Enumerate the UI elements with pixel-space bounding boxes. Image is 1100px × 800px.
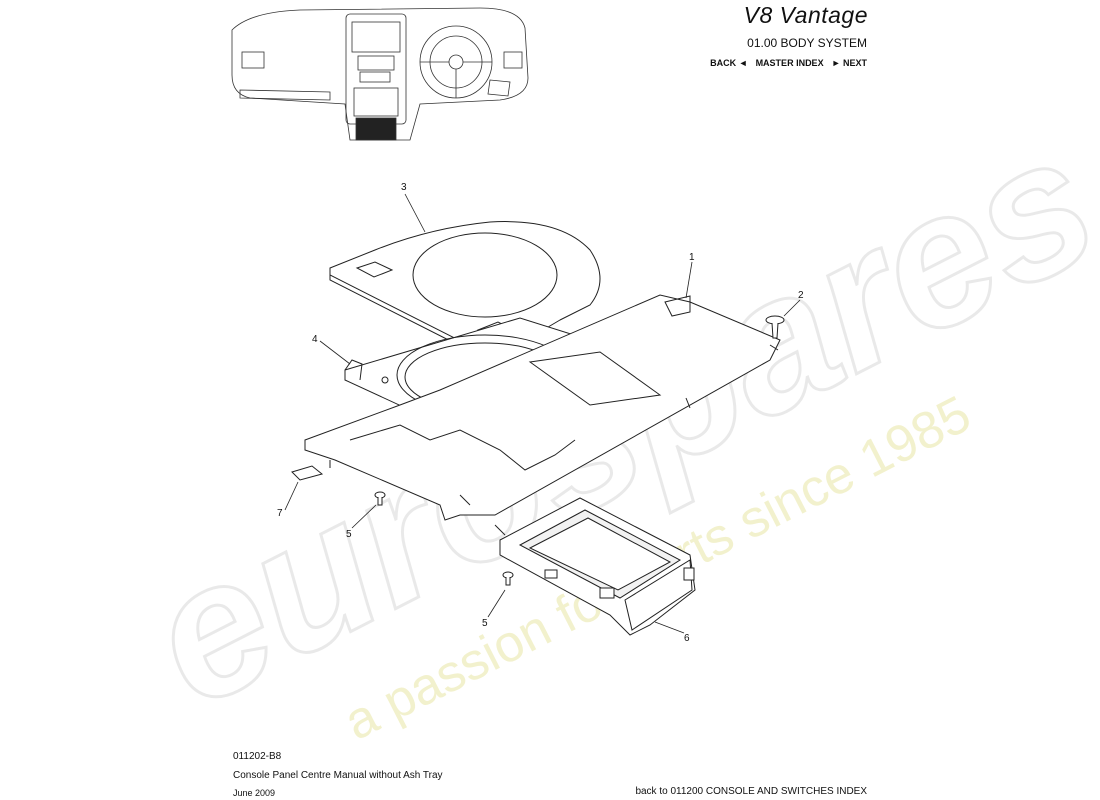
- back-link[interactable]: BACK ◄: [710, 58, 748, 68]
- callout-2: 2: [798, 290, 804, 301]
- back-to-index-link[interactable]: back to 011200 CONSOLE AND SWITCHES INDE…: [635, 786, 867, 797]
- dashboard-thumbnail[interactable]: [231, 7, 529, 141]
- next-link[interactable]: ► NEXT: [831, 58, 867, 68]
- callout-5-upper: 5: [346, 529, 352, 540]
- part-7-pad[interactable]: [291, 465, 324, 481]
- callout-5-lower: 5: [482, 618, 488, 629]
- diagram-code: 011202-B8: [233, 751, 282, 762]
- part-6-tray[interactable]: [499, 497, 696, 636]
- diagram-date: June 2009: [233, 788, 276, 798]
- section-title: 01.00 BODY SYSTEM: [747, 36, 867, 50]
- brand-logo: V8 Vantage: [743, 2, 868, 28]
- callout-7: 7: [277, 508, 283, 519]
- callout-6: 6: [684, 633, 690, 644]
- callouts: 3 1 2 4 5 5 6 7: [277, 182, 804, 644]
- part-2-screw[interactable]: [765, 315, 785, 339]
- leader-lines: [284, 193, 801, 634]
- callout-3: 3: [401, 182, 407, 193]
- diagram-title: Console Panel Centre Manual without Ash …: [233, 770, 443, 781]
- part-5-screw-lower[interactable]: [502, 571, 514, 586]
- part-5-screw-upper[interactable]: [374, 491, 386, 506]
- callout-4: 4: [312, 334, 318, 345]
- nav-bar: BACK ◄ MASTER INDEX ► NEXT: [710, 58, 867, 68]
- callout-1: 1: [689, 252, 695, 263]
- part-1-base-panel[interactable]: [304, 294, 781, 536]
- master-index-link[interactable]: MASTER INDEX: [755, 58, 824, 68]
